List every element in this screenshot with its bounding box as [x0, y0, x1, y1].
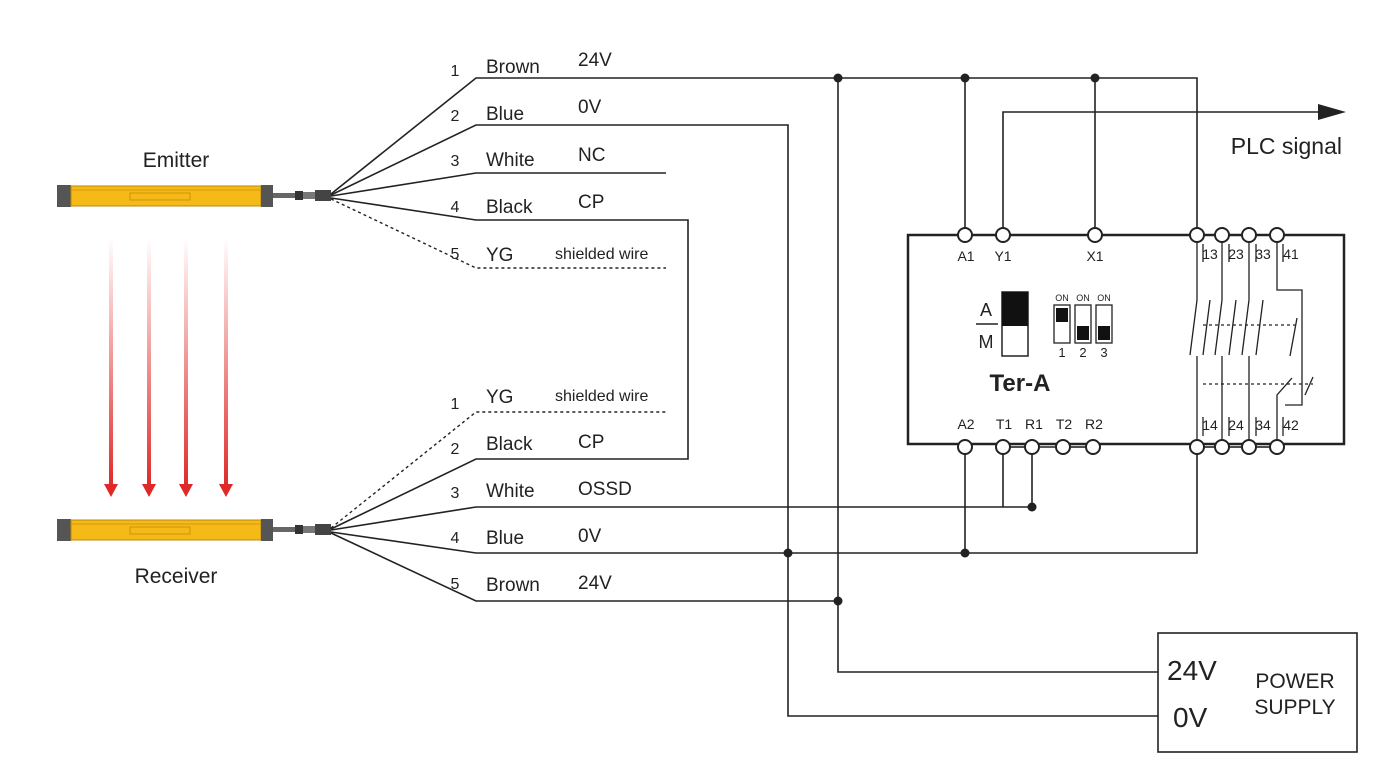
- plc-signal-label: PLC signal: [1231, 133, 1342, 159]
- receiver-wire-1-num: 1: [451, 396, 460, 413]
- receiver-wire-2-num: 2: [451, 441, 460, 458]
- emitter-wire-3-func: NC: [578, 145, 605, 166]
- emitter-wire-4-num: 4: [451, 199, 460, 216]
- terminal-R2: [1085, 439, 1101, 455]
- svg-text:24: 24: [1228, 417, 1244, 433]
- terminal-X1: [1087, 227, 1103, 243]
- power-title-line2: SUPPLY: [1254, 696, 1335, 719]
- beam-1: [109, 238, 113, 488]
- svg-text:23: 23: [1228, 246, 1244, 262]
- emitter-wire-5-color: YG: [486, 245, 513, 266]
- svg-text:41: 41: [1283, 246, 1299, 262]
- junction-dots: [783, 73, 1100, 606]
- dip-switch-icon: ON ON ON 1 2 3: [1053, 293, 1113, 360]
- svg-text:ON: ON: [1055, 293, 1069, 303]
- svg-text:R1: R1: [1025, 416, 1043, 432]
- terminal-13: [1189, 227, 1205, 243]
- emitter-wire-1-num: 1: [451, 63, 460, 80]
- plc-arrow-icon: [1318, 104, 1346, 120]
- receiver-wires: [330, 411, 666, 602]
- terminal-33: [1241, 227, 1257, 243]
- emitter-sensor: [57, 185, 331, 207]
- emitter-wire-2-func: 0V: [578, 97, 602, 118]
- terminal-14: [1189, 439, 1205, 455]
- power-supply: 24V 0V POWER SUPPLY: [1157, 632, 1358, 753]
- receiver-wire-3-func: OSSD: [578, 479, 632, 500]
- receiver-wire-1-color: YG: [486, 387, 513, 408]
- terminal-42: [1269, 439, 1285, 455]
- terminal-24: [1214, 439, 1230, 455]
- svg-text:A2: A2: [957, 416, 974, 432]
- terminal-34: [1241, 439, 1257, 455]
- emitter-wire-1-color: Brown: [486, 57, 540, 78]
- emitter-wire-2-color: Blue: [486, 104, 524, 125]
- receiver-wire-5-func: 24V: [578, 573, 612, 594]
- svg-text:13: 13: [1202, 246, 1218, 262]
- receiver-wire-3-color: White: [486, 481, 535, 502]
- emitter-wire-4-color: Black: [486, 197, 533, 218]
- terminal-R1: [1024, 439, 1040, 455]
- receiver-wire-5-color: Brown: [486, 575, 540, 596]
- emitter-wire-labels: 1 Brown 24V 2 Blue 0V 3 White NC 4 Black…: [451, 50, 649, 266]
- emitter-wire-4-func: CP: [578, 192, 604, 213]
- beam-3: [184, 238, 188, 488]
- light-beams: [104, 238, 233, 497]
- receiver-wire-4-num: 4: [451, 530, 460, 547]
- emitter-label: Emitter: [143, 149, 210, 172]
- receiver-wire-1-func: shielded wire: [555, 388, 648, 405]
- emitter-wire-3-color: White: [486, 150, 535, 171]
- svg-text:ON: ON: [1097, 293, 1111, 303]
- connection-wires: [666, 77, 1318, 717]
- svg-text:3: 3: [1100, 345, 1107, 360]
- emitter-wire-5-num: 5: [451, 246, 460, 263]
- svg-text:ON: ON: [1076, 293, 1090, 303]
- receiver-wire-labels: 1 YG shielded wire 2 Black CP 3 White OS…: [451, 387, 649, 596]
- receiver-wire-4-color: Blue: [486, 528, 524, 549]
- terminal-A1: [957, 227, 973, 243]
- terminal-Y1: [995, 227, 1011, 243]
- terminal-23: [1214, 227, 1230, 243]
- svg-text:X1: X1: [1086, 248, 1103, 264]
- beam-2: [147, 238, 151, 488]
- svg-text:34: 34: [1255, 417, 1271, 433]
- receiver-wire-5-num: 5: [451, 576, 460, 593]
- svg-text:T2: T2: [1056, 416, 1073, 432]
- beam-4: [224, 238, 228, 488]
- svg-text:A: A: [980, 300, 992, 320]
- svg-text:1: 1: [1058, 345, 1065, 360]
- power-title-line1: POWER: [1255, 670, 1334, 693]
- svg-text:42: 42: [1283, 417, 1299, 433]
- relay-name: Ter-A: [990, 370, 1051, 397]
- receiver-wire-4-func: 0V: [578, 526, 602, 547]
- emitter-wire-3-num: 3: [451, 153, 460, 170]
- svg-text:A1: A1: [957, 248, 974, 264]
- emitter-wire-1-func: 24V: [578, 50, 612, 71]
- svg-text:T1: T1: [996, 416, 1013, 432]
- svg-text:Y1: Y1: [994, 248, 1011, 264]
- terminal-T1: [995, 439, 1011, 455]
- relay-contacts-icon: [1189, 242, 1314, 440]
- relay-module: A1 Y1 X1 13 23 33 41 A2 T1 R1 T2 R2 14 2…: [906, 227, 1346, 455]
- terminal-41: [1269, 227, 1285, 243]
- receiver-wire-2-func: CP: [578, 432, 604, 453]
- receiver-wire-3-num: 3: [451, 485, 460, 502]
- receiver-label: Receiver: [135, 565, 218, 588]
- svg-text:M: M: [979, 332, 994, 352]
- emitter-wire-5-func: shielded wire: [555, 246, 648, 263]
- mode-switch-icon: A M: [976, 291, 1029, 357]
- emitter-wires: [330, 77, 666, 269]
- power-0v-label: 0V: [1173, 702, 1208, 733]
- receiver-sensor: [57, 519, 331, 541]
- power-24v-label: 24V: [1167, 655, 1217, 686]
- svg-text:R2: R2: [1085, 416, 1103, 432]
- terminal-A2: [957, 439, 973, 455]
- svg-text:33: 33: [1255, 246, 1271, 262]
- svg-text:14: 14: [1202, 417, 1218, 433]
- emitter-wire-2-num: 2: [451, 108, 460, 125]
- svg-text:2: 2: [1079, 345, 1086, 360]
- receiver-wire-2-color: Black: [486, 434, 533, 455]
- terminal-T2: [1055, 439, 1071, 455]
